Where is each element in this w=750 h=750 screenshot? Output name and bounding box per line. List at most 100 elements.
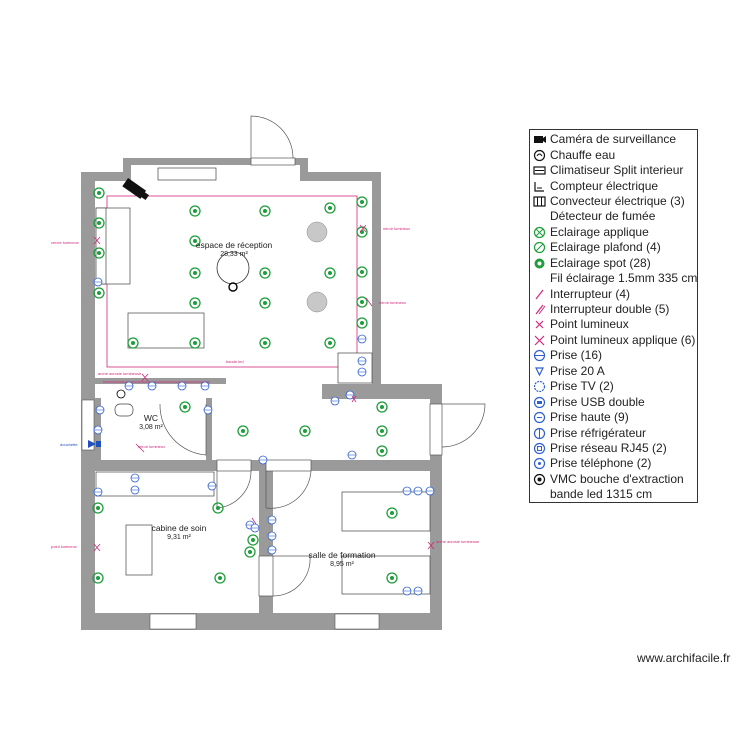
wall [251,460,266,471]
spot-light-icon [324,202,336,214]
legend-label: Convecteur électrique (3) [550,193,685,208]
door-frame [429,403,443,456]
sockets [93,277,435,596]
spot-light-icon [127,337,139,349]
light-point-icon [532,318,546,332]
double-switch-icon [532,303,546,317]
air-conditioner-icon [532,164,546,178]
legend-item: Climatiseur Split interieur [530,163,697,178]
spot-light-icon [214,572,226,584]
legend-label: Prise haute (9) [550,410,629,425]
spot-light-icon [532,256,546,270]
wall [81,460,217,471]
socket-icon [93,425,103,435]
room-area: 28,33 m² [220,251,248,258]
legend-label: Compteur électrique [550,178,659,193]
socket-icon [413,486,423,496]
socket-icon [177,381,187,391]
door-swing [265,470,312,509]
switch-icon [359,224,367,233]
spot-light-icon [324,267,336,279]
door-frame [216,459,252,472]
switch-icon [251,517,257,525]
water-heater [157,167,217,181]
legend-item: bande led 1315 cm [530,487,697,502]
legend-label: Prise USB double [550,394,645,409]
legend-label: Prise (16) [550,348,603,363]
room-area: 3,08 m² [139,424,163,431]
wall [206,398,212,460]
spot-light-icon [244,546,256,558]
electric-meter-icon [532,179,546,193]
window [149,613,197,630]
spot-light-icon [189,235,201,247]
legend-label: Prise 20 A [550,363,605,378]
spot-light-icon [386,572,398,584]
spot-light-icon [259,337,271,349]
legend-item: Point lumineux applique (6) [530,333,697,348]
socket-icon [147,381,157,391]
switch-icon [351,395,357,403]
legend-item: Prise réfrigérateur [530,425,697,440]
legend-label: Prise téléphone (2) [550,456,652,471]
legend-item: Fil éclairage 1.5mm 335 cm [530,271,697,286]
spot-light-icon [356,317,368,329]
socket-icon [532,349,546,363]
closet [337,352,373,384]
switch-icon [93,543,101,552]
legend-item: Point lumineux [530,317,697,332]
usb-socket-icon [532,395,546,409]
high-socket-icon [532,411,546,425]
spot-light-icon [376,425,388,437]
power-point-icon [228,282,238,292]
socket-icon [402,586,412,596]
socket-icon [413,586,423,596]
legend-label: Détecteur de fumée [550,209,656,224]
legend-label: Eclairage applique [550,224,649,239]
spot-light-icon [93,287,105,299]
wall-light-icon [532,225,546,239]
legend-label: Fil éclairage 1.5mm 335 cm [550,271,698,286]
wall [430,455,442,630]
toilet [114,403,134,417]
wall [372,172,381,385]
annotation: cercle lumineux [51,240,79,245]
legend-item: Chauffe eau [530,147,697,162]
spot-light-icon [189,205,201,217]
legend-label: Chauffe eau [550,147,616,162]
spot-light-icon [324,337,336,349]
smoke-detector-icon [532,210,546,224]
socket-20a-icon [532,364,546,378]
wall [430,384,442,404]
ceiling-light-icon [306,221,328,243]
socket-icon [330,396,340,406]
wall-light-point-icon [532,333,546,347]
legend-label: Caméra de surveillance [550,132,677,147]
annotation: miroir lumineux [379,300,406,305]
legend-item: Convecteur électrique (3) [530,194,697,209]
switch-icon [135,443,145,453]
wall [295,158,308,165]
phone-socket-icon [532,457,546,471]
legend-label: Prise TV (2) [550,379,614,394]
legend-label: bande led 1315 cm [550,487,653,502]
legend-item: Compteur électrique [530,178,697,193]
window [81,399,95,451]
socket-icon [357,367,367,377]
socket-icon [93,277,103,287]
socket-icon [267,531,277,541]
ceiling-lights [306,221,328,313]
watermark: www.archifacile.fr [637,651,731,665]
annotation: arche acrosie lumineuse [98,371,142,376]
legend-item: Prise (16) [530,348,697,363]
socket-icon [250,523,260,533]
spot-light-icon [92,502,104,514]
switch-icon [427,541,435,550]
socket-icon [124,381,134,391]
spot-light-icon [376,445,388,457]
legend-label: Point lumineux applique (6) [550,332,696,347]
wall [81,613,442,630]
